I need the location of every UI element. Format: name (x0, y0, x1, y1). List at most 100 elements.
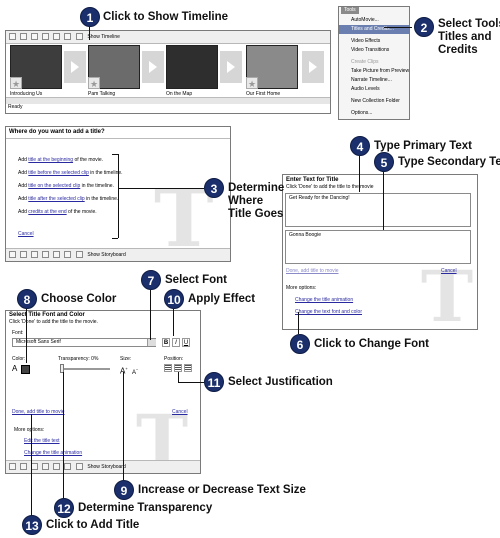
clip-thumbnail-3[interactable] (166, 45, 218, 89)
position-label: Position: (164, 356, 184, 362)
bold-button[interactable]: B (162, 338, 170, 347)
storyboard-view-icon (76, 463, 84, 470)
secondary-text-input[interactable]: Gonna Boogie (285, 230, 471, 264)
timeline-toolbar: Show Timeline (6, 31, 330, 44)
done-add-title-link[interactable]: Done, add title to movie (286, 268, 339, 274)
cancel-link[interactable]: Cancel (18, 231, 34, 237)
option-title-before-clip: Add title before the selected clip in th… (18, 170, 123, 176)
align-left-button[interactable] (164, 364, 172, 372)
primary-text-input[interactable]: Get Ready for the Dancing! (285, 193, 471, 227)
zoom-out-icon[interactable] (42, 33, 49, 40)
menu-item-titles-and-credits[interactable]: Titles and Credits... (339, 25, 409, 34)
storyboard-icon[interactable] (9, 251, 16, 258)
title-on-clip-link[interactable]: title on the selected clip (28, 183, 81, 189)
play-icon[interactable] (64, 251, 71, 258)
menu-item-create-clips[interactable]: Create Clips (351, 59, 379, 65)
change-animation-link[interactable]: Change the title animation (24, 450, 83, 456)
storyboard-icon[interactable] (9, 463, 16, 470)
zoom-in-icon[interactable] (31, 463, 38, 470)
italic-button[interactable]: I (172, 338, 180, 347)
callout-leader-12 (63, 372, 64, 498)
background-color-icon[interactable] (21, 365, 30, 374)
callout-text-4: Type Primary Text (374, 140, 473, 152)
transparency-slider[interactable] (60, 368, 110, 370)
transition-arrow-icon[interactable] (220, 51, 242, 83)
zoom-out-icon[interactable] (42, 463, 49, 470)
rewind-icon[interactable] (53, 463, 60, 470)
transparency-slider-thumb[interactable] (60, 364, 64, 373)
menu-item-narrate-timeline[interactable]: Narrate Timeline... (351, 77, 392, 83)
clip-label-1: Introducing Us (10, 91, 43, 97)
zoom-in-icon[interactable] (31, 251, 38, 258)
microphone-icon[interactable] (20, 463, 27, 470)
rewind-icon[interactable] (53, 251, 60, 258)
callout-badge-7: 7 (141, 270, 161, 290)
clip-thumbnail-4[interactable] (246, 45, 298, 89)
text-color-icon[interactable]: A (12, 364, 18, 373)
callout-text-12: Determine Transparency (78, 502, 213, 514)
callout-badge-8: 8 (17, 289, 37, 309)
microphone-icon[interactable] (20, 33, 27, 40)
menu-item-video-effects[interactable]: Video Effects (351, 38, 381, 44)
option-credits-end: Add credits at the end of the movie. (18, 209, 97, 215)
play-icon[interactable] (64, 33, 71, 40)
callout-leader-7 (150, 290, 151, 340)
callout-badge-6: 6 (290, 334, 310, 354)
tools-menu-items: AutoMovie... Titles and Credits... Video… (339, 16, 409, 118)
enter-text-panel: T Enter Text for Title Click 'Done' to a… (282, 174, 478, 338)
play-icon[interactable] (64, 463, 71, 470)
callout-leader-11-h (178, 382, 204, 383)
callout-badge-9: 9 (114, 480, 134, 500)
callout-badge-5: 5 (374, 152, 394, 172)
cancel-link[interactable]: Cancel (441, 268, 457, 274)
star-icon: ★ (246, 77, 258, 89)
font-color-subheading: Click 'Done' to add the title to the mov… (9, 319, 98, 325)
more-options-label: More options: (14, 427, 45, 433)
microphone-icon[interactable] (20, 251, 27, 258)
show-timeline-button[interactable]: Show Timeline (73, 33, 120, 40)
decrease-size-icon[interactable]: A− (132, 367, 139, 376)
show-storyboard-button[interactable]: Show Storyboard (73, 251, 126, 258)
callout-badge-13: 13 (22, 515, 42, 535)
callout-badge-3: 3 (204, 178, 224, 198)
menu-item-automovie[interactable]: AutoMovie... (351, 17, 379, 23)
menu-item-new-collection-folder[interactable]: New Collection Folder (351, 98, 400, 104)
underline-button[interactable]: U (182, 338, 190, 347)
callout-leader-6 (298, 312, 299, 334)
align-right-button[interactable] (184, 364, 192, 372)
increase-size-icon[interactable]: A+ (120, 366, 128, 376)
callout-leader-2 (384, 27, 412, 28)
option-title-on-clip: Add title on the selected clip in the ti… (18, 183, 114, 189)
tools-menu-title[interactable]: Tools (341, 7, 359, 14)
cancel-link[interactable]: Cancel (172, 409, 188, 415)
title-before-clip-link[interactable]: title before the selected clip (28, 170, 89, 176)
change-animation-link[interactable]: Change the title animation (295, 297, 354, 303)
menu-item-take-picture[interactable]: Take Picture from Preview (351, 68, 410, 74)
edit-title-text-link[interactable]: Edit the title text (24, 438, 60, 444)
zoom-out-icon[interactable] (42, 251, 49, 258)
title-watermark-icon: T (421, 255, 474, 338)
transition-arrow-icon[interactable] (302, 51, 324, 83)
title-after-clip-link[interactable]: title after the selected clip (28, 196, 85, 202)
rewind-icon[interactable] (53, 33, 60, 40)
transition-arrow-icon[interactable] (64, 51, 86, 83)
change-font-link[interactable]: Change the text font and color (295, 309, 362, 315)
title-at-beginning-link[interactable]: title at the beginning (28, 157, 74, 163)
menu-item-audio-levels[interactable]: Audio Levels (351, 86, 380, 92)
menu-item-video-transitions[interactable]: Video Transitions (351, 47, 390, 53)
font-dropdown-arrow-icon[interactable] (147, 339, 156, 346)
credits-at-end-link[interactable]: credits at the end (28, 209, 67, 215)
menu-item-options[interactable]: Options... (351, 110, 373, 116)
timeline-panel: Show Timeline ★ ★ ★ Introducing Us Pam T… (5, 30, 331, 114)
transition-arrow-icon[interactable] (142, 51, 164, 83)
font-select[interactable]: Microsoft Sans Serif (12, 338, 156, 347)
done-add-title-link[interactable]: Done, add title to movie (12, 409, 65, 415)
callout-bracket-3 (118, 154, 119, 238)
horizontal-scrollbar[interactable] (6, 97, 330, 104)
clip-label-3: On the Map (166, 91, 193, 97)
align-center-button[interactable] (174, 364, 182, 372)
show-storyboard-button[interactable]: Show Storyboard (73, 463, 126, 470)
callout-text-8: Choose Color (41, 293, 117, 305)
zoom-in-icon[interactable] (31, 33, 38, 40)
storyboard-icon[interactable] (9, 33, 16, 40)
